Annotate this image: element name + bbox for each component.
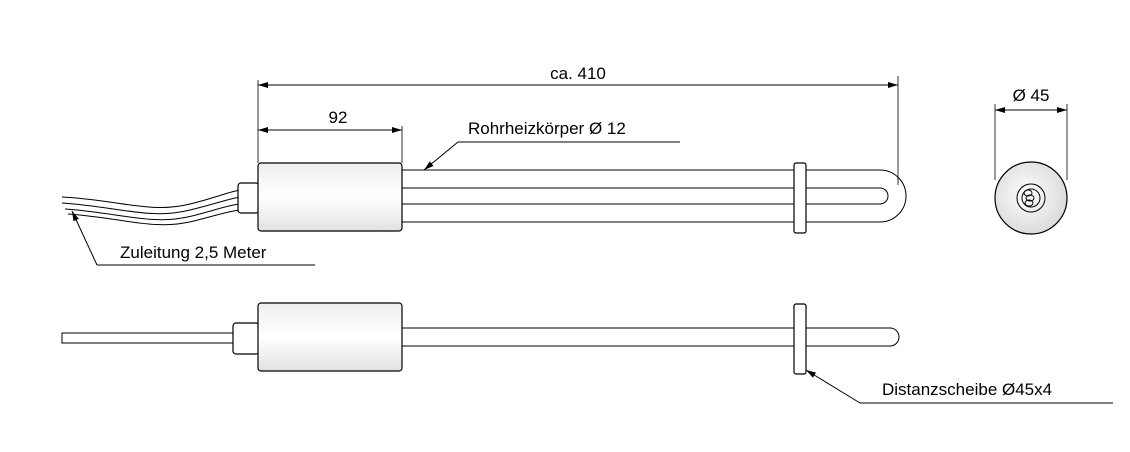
cable-side: [61, 332, 241, 344]
body-length-dimension: 92: [258, 108, 403, 163]
end-view-wire-2: [1025, 194, 1035, 202]
end-view-gland-outer: [1016, 183, 1046, 213]
cable-label: Zuleitung 2,5 Meter: [120, 243, 267, 262]
body-length-label: 92: [329, 108, 348, 127]
heater-head-side: [257, 302, 403, 372]
overall-length-label: ca. 410: [550, 64, 606, 83]
cable-gland-side: [232, 322, 260, 355]
heater-tube-leader: Rohrheizkörper Ø 12: [423, 119, 680, 171]
heater-tube: [402, 169, 907, 223]
end-view-gland-inner: [1021, 188, 1041, 208]
heater-head: [257, 162, 403, 232]
spacer-disc-label: Distanzscheibe Ø45x4: [882, 380, 1052, 399]
end-view-wire-1: [1023, 189, 1033, 197]
cable-leader: Zuleitung 2,5 Meter: [71, 210, 315, 266]
cable-gland: [237, 182, 260, 214]
spacer-disc-top: [793, 162, 807, 234]
top-view: ca. 410 92 Rohrheizkö: [61, 64, 907, 266]
spacer-disc-side: [793, 303, 807, 375]
spacer-disc-leader: Distanzscheibe Ø45x4: [805, 369, 1113, 404]
end-view-disc: [994, 161, 1068, 235]
side-view: Distanzscheibe Ø45x4: [61, 302, 1113, 404]
disc-diameter-label: Ø 45: [1013, 86, 1050, 105]
end-view: Ø 45: [994, 86, 1068, 235]
cable: [61, 189, 241, 226]
overall-length-dimension: ca. 410: [257, 64, 899, 185]
disc-diameter-dimension: Ø 45: [994, 86, 1068, 180]
end-view-wire-3: [1024, 199, 1034, 207]
heater-tube-label: Rohrheizkörper Ø 12: [468, 119, 626, 138]
heater-tube-side: [402, 327, 900, 347]
